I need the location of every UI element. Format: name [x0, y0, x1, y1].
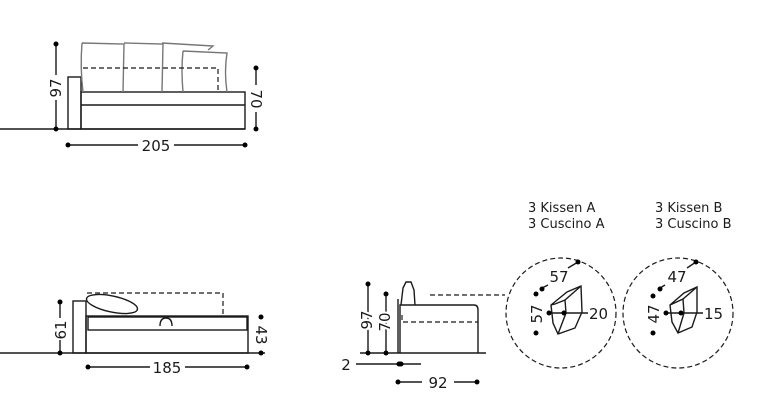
cushion-b-height: 47	[645, 304, 663, 323]
cushion-a-label-it: 3 Cuscino A	[528, 217, 605, 232]
cushion-a-height: 57	[528, 304, 546, 323]
cushion-b-depth: 15	[704, 305, 723, 323]
cushion-a-detail: 3 Kissen A 3 Cuscino A 20 57 57	[505, 201, 617, 369]
hinge-icon	[159, 317, 173, 327]
cushion-a-label-de: 3 Kissen A	[528, 201, 595, 216]
dimension-97-side: 97	[356, 281, 378, 356]
dimension-width-205: 205	[65, 137, 248, 155]
dim-43-label: 43	[252, 325, 270, 344]
dim-97-side-label: 97	[358, 310, 376, 329]
dim-70-label: 70	[247, 89, 265, 108]
sofa-bed-view: 61 43 185	[0, 292, 270, 377]
dim-92-label: 92	[428, 374, 447, 392]
dimension-185: 185	[85, 359, 250, 377]
dim-70-side-label: 70	[376, 312, 394, 331]
dim-97-label: 97	[47, 78, 65, 97]
dimension-2: 2	[341, 356, 421, 374]
dimension-height-97: 97	[47, 41, 65, 132]
sofa-side-view: 97 70 2 92	[341, 281, 505, 392]
dim-205-label: 205	[142, 137, 171, 155]
dim-2-label: 2	[341, 356, 351, 374]
cushion-a-width: 57	[549, 268, 568, 286]
dim-61-label: 61	[52, 320, 70, 339]
dimension-92: 92	[395, 374, 480, 392]
sofa-front-view: 97 70 205	[0, 41, 265, 155]
cushion-b-detail: 3 Kissen B 3 Cuscino B 15 47 47	[622, 201, 734, 369]
dimension-70-side: 70	[374, 291, 396, 356]
cushion-b-label-it: 3 Cuscino B	[655, 217, 732, 232]
dimension-43: 43	[252, 314, 270, 356]
cushion-b-label-de: 3 Kissen B	[655, 201, 722, 216]
dimension-61: 61	[52, 299, 70, 356]
cushion-a-depth: 20	[589, 305, 608, 323]
cushion-b-width: 47	[667, 268, 686, 286]
dimension-seat-70: 70	[247, 65, 265, 132]
dim-185-label: 185	[153, 359, 182, 377]
